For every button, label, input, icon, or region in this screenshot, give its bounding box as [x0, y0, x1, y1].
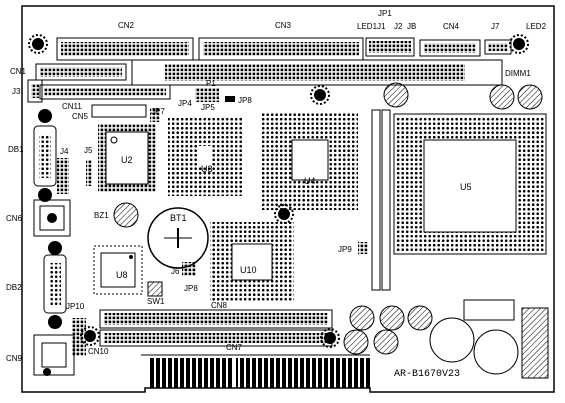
label-cn3: CN3: [275, 21, 292, 30]
regulator-block: [463, 299, 549, 379]
label-jp10: JP10: [66, 302, 85, 311]
label-j3: J3: [12, 87, 21, 96]
label-jp9: JP9: [338, 245, 352, 254]
label-j4: J4: [60, 147, 69, 156]
label-sw1: SW1: [147, 297, 165, 306]
connector-db2: [43, 241, 67, 329]
chip-u2: [98, 124, 156, 192]
jumpers-jp4-jp5: [195, 88, 235, 102]
label-cn5: CN5: [72, 112, 89, 121]
chip-u8: [93, 245, 143, 295]
capacitors-top: [383, 82, 543, 110]
label-u10: U10: [240, 265, 257, 275]
label-cn2: CN2: [118, 21, 135, 30]
label-j2: J2: [394, 22, 403, 31]
mounting-holes: [28, 34, 529, 348]
label-u3: U3: [201, 164, 213, 174]
label-cn1: CN1: [10, 67, 27, 76]
label-db2: DB2: [6, 283, 22, 292]
connector-j3: [27, 79, 43, 103]
label-led1: LED1: [357, 22, 378, 31]
label-dimm1: DIMM1: [505, 69, 531, 78]
label-jp7: JP7: [151, 107, 165, 116]
label-cn9: CN9: [6, 354, 23, 363]
edge-connector-fingers: [148, 358, 370, 388]
label-jp8a: JP8: [238, 96, 252, 105]
connector-cn7: [99, 329, 333, 347]
label-jp8b: JP8: [184, 284, 198, 293]
label-j7: J7: [491, 22, 500, 31]
label-j5: J5: [84, 146, 93, 155]
capacitors-bottom: [343, 305, 519, 375]
battery-bt1: [147, 207, 209, 269]
label-jp1: JP1: [378, 9, 392, 18]
connector-cn2: [56, 37, 194, 61]
chip-u4: [262, 112, 358, 210]
label-jp6: J6: [171, 267, 180, 276]
label-cn7: CN7: [226, 343, 243, 352]
label-u8: U8: [116, 270, 128, 280]
label-cn4: CN4: [443, 22, 460, 31]
connector-db1: [33, 109, 57, 202]
chip-u10: [210, 222, 294, 302]
label-cn11: CN11: [62, 102, 82, 111]
connector-j4: [57, 158, 69, 194]
connector-cn4: [419, 39, 481, 57]
connector-cn6: [33, 199, 71, 237]
label-u2: U2: [121, 155, 133, 165]
label-bz1: BZ1: [94, 211, 109, 220]
jumper-j7: [484, 39, 512, 55]
label-jp4: JP4: [178, 99, 192, 108]
label-jp5: JP5: [201, 103, 215, 112]
label-db1: DB1: [8, 145, 24, 154]
board-marking-text: AR-B1670V23: [394, 369, 460, 380]
connector-cn8: [99, 309, 333, 329]
chip-u3: [168, 116, 242, 196]
label-led2: LED2: [526, 22, 547, 31]
label-bt1: BT1: [170, 213, 187, 223]
connector-cn1: [35, 63, 127, 81]
label-cn8: CN8: [211, 301, 228, 310]
connector-cn9: [33, 334, 75, 376]
jumper-jp10: [72, 318, 86, 356]
connector-cn3: [198, 37, 364, 61]
label-jb: JB: [407, 22, 416, 31]
label-u4: U4: [304, 176, 316, 186]
label-p1: P1: [206, 79, 216, 88]
connector-cn11: [39, 84, 171, 100]
connector-cn5: [91, 104, 147, 118]
jumper-jp9: [358, 242, 368, 254]
dimm-socket: [131, 59, 503, 86]
jumper-jp6-jp8: [182, 262, 196, 276]
label-cn10: CN10: [88, 347, 109, 356]
jumper-jp7: [150, 108, 160, 122]
buzzer-bz1: [113, 202, 139, 228]
header-jp1-j2-jb: [365, 37, 415, 57]
cpu-socket-u5: [371, 109, 547, 291]
label-u5: U5: [460, 182, 472, 192]
connector-j5: [86, 160, 92, 186]
switch-sw1: [147, 281, 163, 297]
label-j1: J1: [377, 22, 386, 31]
label-cn6: CN6: [6, 214, 23, 223]
